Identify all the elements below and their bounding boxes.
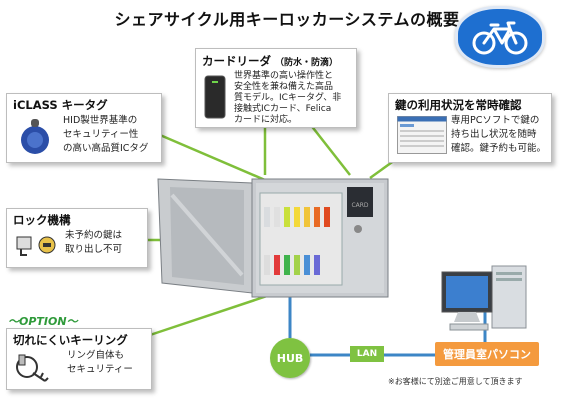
- key-tags-row2: [264, 255, 320, 275]
- card-reader-subtitle: （防水・防滴）: [275, 58, 339, 68]
- bicycle-icon: [472, 21, 528, 55]
- card-reader-desc: 世界基準の高い操作性と 安全性を兼ね備えた高品 質モデル。ICキータグ、非 接触…: [234, 71, 341, 126]
- lock-mechanism-card: ロック機構 未予約の鍵は 取り出し不可: [6, 208, 148, 268]
- keytag-desc-line: HID製世界基準の: [63, 115, 138, 126]
- hub-node: HUB: [270, 338, 310, 378]
- card-reader-title: カードリーダ （防水・防滴）: [202, 53, 338, 69]
- option-label: ～OPTION～: [8, 315, 78, 328]
- keyring-desc-line: リング自体も: [67, 350, 125, 361]
- usage-status-desc-line: 持ち出し状況を随時: [451, 129, 537, 140]
- computer-icon: [441, 265, 527, 331]
- lan-label: LAN: [350, 346, 384, 362]
- footnote: ※お客様にて別途ご用意して頂きます: [388, 377, 523, 386]
- keytag-title: iCLASS キータグ: [13, 98, 108, 112]
- key-tags-row1: [264, 207, 330, 227]
- card-reader-title-text: カードリーダ: [202, 54, 271, 68]
- keyring-title: 切れにくいキーリング: [13, 333, 128, 347]
- card-reader-desc-line: カードに対応。: [234, 115, 298, 125]
- key-fob-icon: [21, 119, 49, 154]
- card-reader-desc-line: 質モデル。ICキータグ、非: [234, 93, 342, 103]
- keytag-desc: HID製世界基準の セキュリティー性 の高い高品質ICタグ: [63, 114, 148, 156]
- page-title: シェアサイクル用キーロッカーシステムの概要: [114, 10, 460, 29]
- lock-mechanism-desc-line: 取り出し不可: [65, 244, 123, 255]
- keyring-card: 切れにくいキーリング リング自体も セキュリティー: [6, 328, 152, 390]
- key-cabinet-illustration: CARD: [157, 178, 389, 298]
- usage-status-desc-line: 専用PCソフトで鍵の: [451, 115, 540, 126]
- software-screenshot-icon: [397, 116, 447, 154]
- card-reader-icon: [204, 75, 226, 119]
- usage-status-desc-line: 確認。鍵予約も可能。: [451, 143, 547, 154]
- card-reader-desc-line: 安全性を兼ね備えた高品: [234, 82, 334, 92]
- usage-status-desc: 専用PCソフトで鍵の 持ち出し状況を随時 確認。鍵予約も可能。: [451, 114, 546, 156]
- lock-mechanism-desc: 未予約の鍵は 取り出し不可: [65, 229, 122, 257]
- lock-mechanism-desc-line: 未予約の鍵は: [65, 230, 123, 241]
- cabinet-card-label: CARD: [351, 202, 368, 209]
- usage-status-title: 鍵の利用状況を常時確認: [395, 98, 522, 112]
- usage-status-card: 鍵の利用状況を常時確認 専用PCソフトで鍵の 持ち出し状況を随時 確認。鍵予約も…: [388, 93, 552, 163]
- keyring-desc-line: セキュリティー: [67, 364, 133, 375]
- lock-mechanism-title: ロック機構: [13, 213, 71, 227]
- keytag-desc-line: の高い高品質ICタグ: [63, 143, 149, 154]
- card-reader-desc-line: 世界基準の高い操作性と: [234, 71, 334, 81]
- keytag-desc-line: セキュリティー性: [63, 129, 139, 140]
- keyring-icon: [16, 354, 49, 382]
- keyring-desc: リング自体も セキュリティー: [67, 349, 133, 377]
- bicycle-badge: [455, 6, 545, 68]
- keytag-card: iCLASS キータグ HID製世界基準の セキュリティー性 の高い高品質ICタ…: [6, 93, 162, 163]
- card-reader-desc-line: 接触式ICカード、Felica: [234, 104, 332, 114]
- admin-pc-label: 管理員室パソコン: [435, 342, 539, 366]
- lock-mechanism-icon: [16, 236, 56, 256]
- card-reader-card: カードリーダ （防水・防滴） 世界基準の高い操作性と 安全性を兼ね備えた高品 質…: [195, 48, 357, 128]
